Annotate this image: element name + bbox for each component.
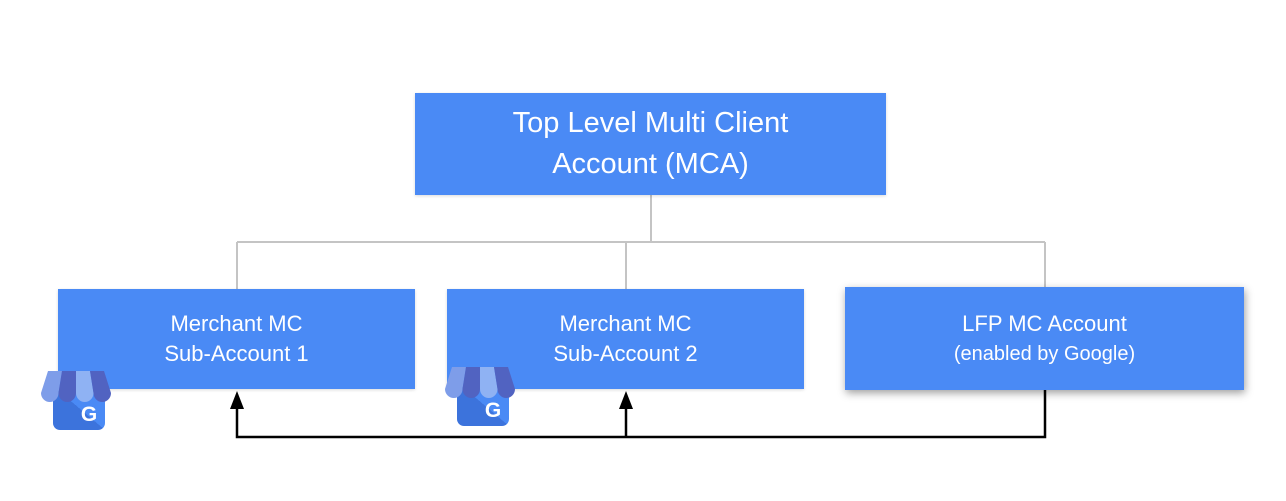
node-sub2-line1: Merchant MC — [559, 311, 692, 336]
node-sub2-line2: Sub-Account 2 — [553, 341, 698, 366]
node-merchant-sub-account-2: Merchant MC Sub-Account 2 — [447, 289, 804, 389]
feed-arrowheads — [230, 391, 633, 409]
feed-lfp-down-rail — [235, 390, 1047, 439]
google-my-business-icon — [41, 366, 111, 434]
arrowhead-sub2 — [619, 391, 633, 409]
node-sub1-line2: Sub-Account 1 — [164, 341, 309, 366]
node-top-level-mca-line2: Account (MCA) — [552, 148, 749, 180]
node-lfp-mc-account: LFP MC Account (enabled by Google) — [845, 287, 1244, 390]
node-lfp-line2: (enabled by Google) — [953, 342, 1136, 365]
node-lfp-line1: LFP MC Account — [962, 310, 1127, 336]
arrowhead-sub1 — [230, 391, 244, 409]
feed-connectors — [235, 390, 1047, 439]
tree-connectors — [236, 195, 1046, 289]
node-top-level-mca: Top Level Multi Client Account (MCA) — [415, 93, 886, 195]
node-top-level-mca-line1: Top Level Multi Client — [512, 107, 789, 139]
node-merchant-sub-account-1: Merchant MC Sub-Account 1 — [58, 289, 415, 389]
google-my-business-icon — [445, 362, 515, 430]
node-sub1-line1: Merchant MC — [170, 311, 303, 336]
